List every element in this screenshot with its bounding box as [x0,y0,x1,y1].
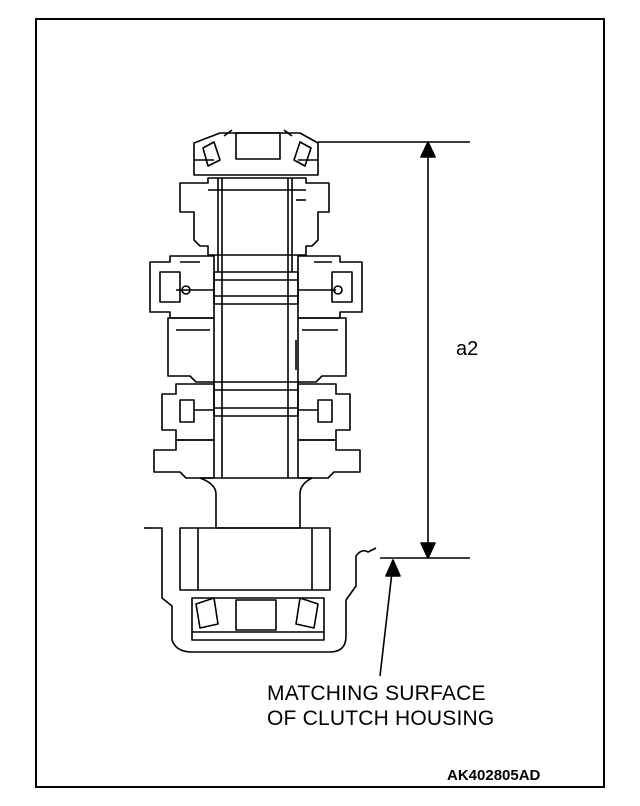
dimension-a2 [318,141,470,559]
upper-gear [179,177,330,272]
synchronizer-upper [149,255,363,319]
dimension-label: a2 [456,338,479,360]
figure-id: AK402805AD [447,767,541,784]
figure-frame [35,18,605,788]
shaft-neck [199,477,313,529]
middle-gear [167,317,347,383]
top-bearing [193,129,319,176]
lower-bearing [179,527,331,641]
callout-text-line2: OF CLUTCH HOUSING [267,707,495,730]
lower-gear [153,439,361,479]
synchronizer-lower [161,383,351,441]
main-shaft [213,178,299,478]
clutch-housing [144,527,377,653]
callout-leader [379,559,401,677]
callout-text-line1: MATCHING SURFACE [267,682,486,705]
